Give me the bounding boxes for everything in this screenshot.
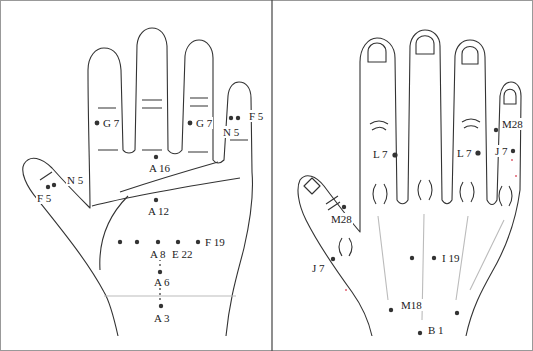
fingernail — [304, 36, 516, 194]
palm-crease — [100, 196, 128, 270]
finger-crease — [98, 98, 208, 150]
point-label: J 7 — [494, 145, 509, 157]
point-label: J 7 — [311, 262, 326, 274]
point-label: L 7 — [372, 148, 389, 160]
point-label: A 8 — [149, 248, 167, 260]
point-label: I 19 — [441, 252, 460, 264]
point-label: A 12 — [147, 205, 170, 217]
point-label: M28 — [330, 213, 353, 225]
point-label: N 5 — [66, 174, 84, 186]
point-label: M18 — [400, 299, 423, 311]
point-label: N 5 — [222, 126, 240, 138]
point-label: F 5 — [248, 110, 264, 122]
point-label: A 3 — [153, 312, 171, 324]
point-label: F 19 — [204, 236, 226, 248]
palm-crease — [92, 178, 240, 206]
point-label: A 6 — [153, 276, 171, 288]
point-label: F 5 — [36, 192, 52, 204]
palm-outline — [23, 28, 253, 336]
red-mark — [345, 159, 517, 291]
point-label: M28 — [501, 118, 524, 130]
point-label: G 7 — [195, 117, 213, 129]
point-label: E 22 — [171, 248, 193, 260]
knuckle-mark — [339, 238, 352, 256]
acupoint-dots — [46, 116, 515, 335]
back-outline — [298, 30, 521, 336]
palm-crease — [104, 295, 236, 296]
point-label: L 7 — [456, 147, 473, 159]
point-label: B 1 — [427, 324, 445, 336]
palm-crease — [120, 162, 218, 192]
knuckle-mark — [373, 180, 512, 206]
finger-crease — [326, 119, 480, 210]
point-label: G 7 — [102, 117, 120, 129]
bone-line — [378, 214, 504, 320]
point-label: A 16 — [148, 162, 171, 174]
divider — [271, 0, 272, 351]
